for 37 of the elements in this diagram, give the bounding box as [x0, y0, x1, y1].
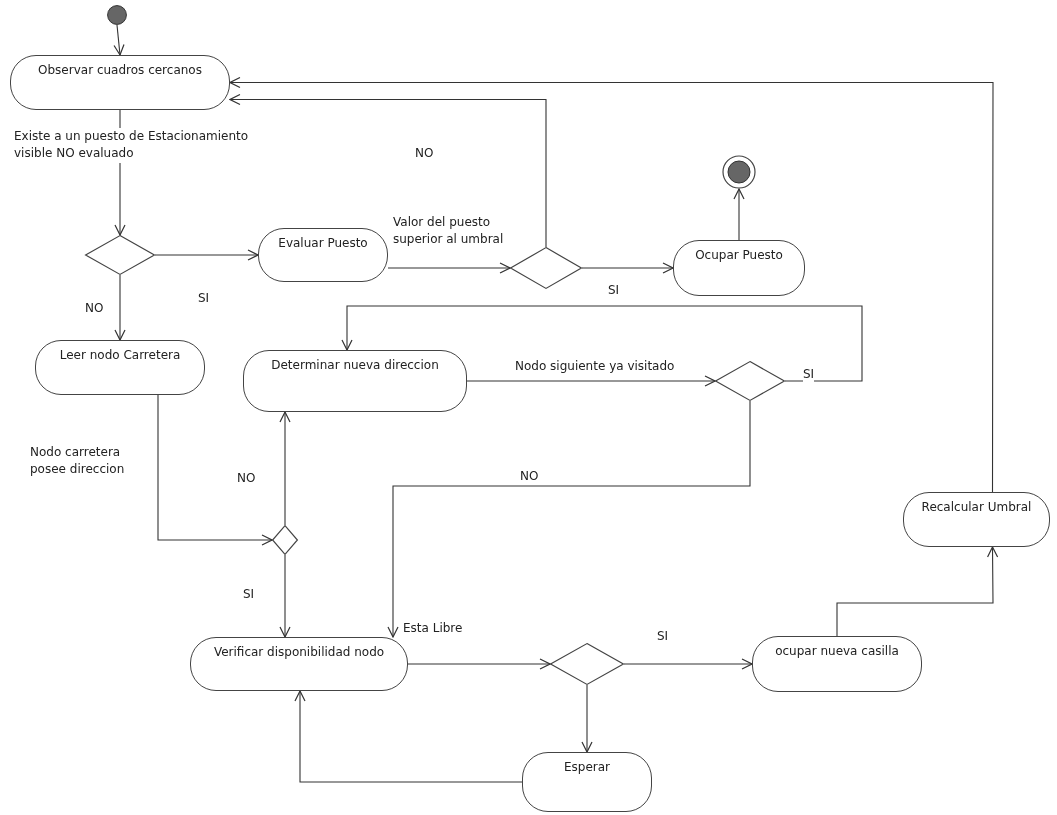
decision-diamond [272, 525, 298, 555]
edge-label: SI [803, 366, 815, 384]
decision-diamond [550, 643, 624, 685]
arrow [836, 546, 999, 637]
activity-box: ocupar nueva casilla [752, 636, 922, 692]
arrow [733, 188, 745, 241]
arrow [387, 400, 751, 638]
arrow [113, 24, 125, 56]
activity-box: Determinar nueva direccion [243, 350, 467, 412]
arrow [387, 262, 511, 274]
arrow [229, 76, 994, 493]
initial-node [107, 5, 127, 25]
activity-box: Verificar disponibilidad nodo [190, 637, 408, 691]
activity-box: Leer nodo Carretera [35, 340, 205, 395]
activity-box: Observar cuadros cercanos [10, 55, 230, 110]
final-node [722, 155, 756, 189]
arrow [407, 658, 551, 670]
arrow [157, 394, 273, 546]
activity-box: Esperar [522, 752, 652, 812]
edge-label: Nodo siguiente ya visitado [515, 358, 675, 376]
decision-diamond [510, 247, 582, 289]
arrow [279, 554, 291, 638]
arrow [154, 249, 259, 261]
arrow [229, 93, 547, 248]
arrow [623, 658, 753, 670]
arrow [581, 262, 674, 274]
arrow [341, 305, 863, 382]
arrow [114, 274, 126, 341]
activity-box: Ocupar Puesto [673, 240, 805, 296]
arrow [581, 684, 593, 753]
decision-diamond [85, 235, 155, 275]
arrow [294, 690, 523, 783]
arrow [279, 411, 291, 526]
activity-box: Evaluar Puesto [258, 228, 388, 282]
arrow [466, 375, 716, 387]
activity-box: Recalcular Umbral [903, 492, 1050, 547]
decision-diamond [715, 361, 785, 401]
